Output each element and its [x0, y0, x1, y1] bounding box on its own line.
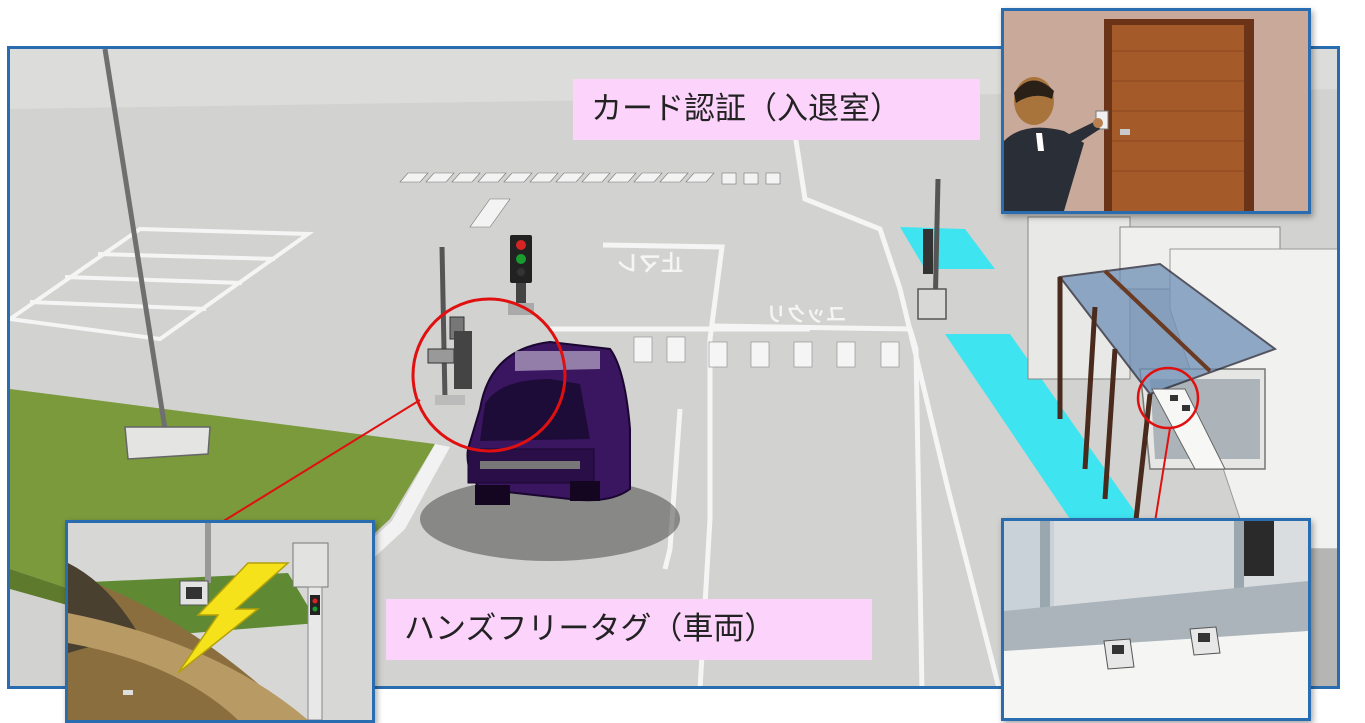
label-card-auth: カード認証（入退室）	[573, 79, 980, 140]
road-text-slow: ユックリ	[766, 302, 846, 326]
walkway-lower	[945, 334, 1140, 519]
counter-illustration	[1004, 521, 1308, 718]
door-illustration	[1004, 11, 1308, 211]
tall-pole	[102, 49, 168, 430]
tag-illustration	[68, 523, 372, 720]
crosswalk-top	[399, 172, 781, 228]
label-handsfree-tag: ハンズフリータグ（車両）	[386, 599, 872, 660]
parking-lines	[10, 226, 315, 342]
inset-counter-readers	[1001, 518, 1311, 721]
road-lines	[550, 133, 1002, 686]
card-reader-right	[1189, 626, 1221, 656]
inset-vehicle-tag	[65, 520, 375, 723]
traffic-light	[508, 235, 534, 315]
lightning-icon	[177, 562, 290, 674]
inset-card-door	[1001, 8, 1311, 214]
crosswalk-lower	[633, 336, 900, 368]
road-text-stop: 止マレ	[617, 252, 683, 277]
card-reader-left	[1103, 638, 1135, 670]
